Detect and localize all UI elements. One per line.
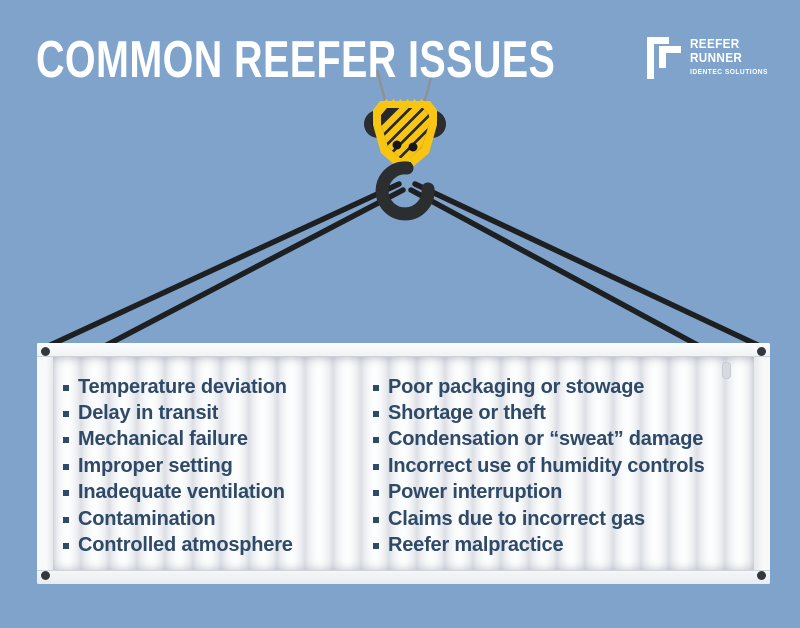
issue-item: Condensation or “sweat” damage [373, 427, 705, 453]
issue-item: Controlled atmosphere [63, 532, 293, 558]
square-bullet-icon [63, 516, 69, 523]
issue-text: Incorrect use of humidity controls [388, 454, 705, 477]
square-bullet-icon [373, 543, 379, 550]
issue-item: Claims due to incorrect gas [373, 506, 705, 532]
container-handle-detail [722, 362, 731, 379]
block-bolt-right [408, 142, 418, 152]
reefer-runner-logo-icon [646, 37, 681, 79]
sling-rope-right-outer [412, 181, 767, 351]
sling-rope-right-inner [408, 187, 706, 351]
issue-item: Shortage or theft [373, 400, 705, 426]
block-bolt-left [392, 140, 402, 150]
issue-item: Delay in transit [63, 400, 293, 426]
square-bullet-icon [63, 437, 69, 444]
issue-item: Temperature deviation [63, 374, 293, 400]
hook-curve [375, 161, 435, 221]
container-bottom-rail [37, 570, 770, 584]
issue-text: Mechanical failure [78, 428, 248, 451]
corner-fitting-hole-top-right [757, 347, 766, 356]
container-top-rail [37, 343, 770, 357]
issue-text: Contamination [78, 507, 216, 530]
square-bullet-icon [373, 516, 379, 523]
issue-text: Condensation or “sweat” damage [388, 428, 704, 451]
corner-fitting-hole-bottom-left [41, 571, 50, 580]
square-bullet-icon [63, 463, 69, 470]
square-bullet-icon [63, 384, 69, 391]
issue-text: Poor packaging or stowage [388, 375, 645, 398]
issue-item: Improper setting [63, 453, 293, 479]
square-bullet-icon [373, 411, 379, 418]
issue-text: Reefer malpractice [388, 534, 564, 557]
issue-text: Temperature deviation [78, 375, 287, 398]
issue-item: Incorrect use of humidity controls [373, 453, 705, 479]
crane-cable-right [422, 69, 435, 105]
issue-item: Inadequate ventilation [63, 480, 293, 506]
square-bullet-icon [373, 384, 379, 391]
square-bullet-icon [373, 463, 379, 470]
issue-text: Delay in transit [78, 402, 219, 425]
issue-item: Power interruption [373, 480, 705, 506]
container-corner-post-right [754, 343, 770, 584]
issue-text: Inadequate ventilation [78, 481, 285, 504]
issue-item: Poor packaging or stowage [373, 374, 705, 400]
issue-item: Mechanical failure [63, 427, 293, 453]
brand-logo: REEFER RUNNER IDENTEC SOLUTIONS [646, 37, 772, 79]
issue-text: Shortage or theft [388, 402, 546, 425]
square-bullet-icon [63, 543, 69, 550]
square-bullet-icon [373, 490, 379, 497]
crane-cable-left [375, 69, 388, 105]
logo-brand-line1: REEFER [689, 36, 740, 51]
sling-rope-left-outer [41, 181, 402, 351]
issue-item: Contamination [63, 506, 293, 532]
container-corner-post-left [37, 343, 53, 584]
corner-fitting-hole-bottom-right [757, 571, 766, 580]
container-corrugation [53, 356, 754, 571]
issue-text: Improper setting [78, 454, 233, 477]
issue-text: Power interruption [388, 481, 563, 504]
logo-brand-line2: RUNNER [689, 49, 743, 65]
square-bullet-icon [373, 437, 379, 444]
page-title: COMMON REEFER ISSUES [36, 31, 556, 89]
issue-item: Reefer malpractice [373, 532, 705, 558]
logo-subbrand: IDENTEC SOLUTIONS [689, 69, 768, 76]
issue-text: Claims due to incorrect gas [388, 507, 645, 530]
issue-text: Controlled atmosphere [78, 534, 293, 557]
square-bullet-icon [63, 490, 69, 497]
brand-logo-text: REEFER RUNNER IDENTEC SOLUTIONS [690, 37, 772, 79]
corner-fitting-hole-top-left [41, 347, 50, 356]
square-bullet-icon [63, 411, 69, 418]
sling-rope-left-inner [98, 187, 406, 351]
